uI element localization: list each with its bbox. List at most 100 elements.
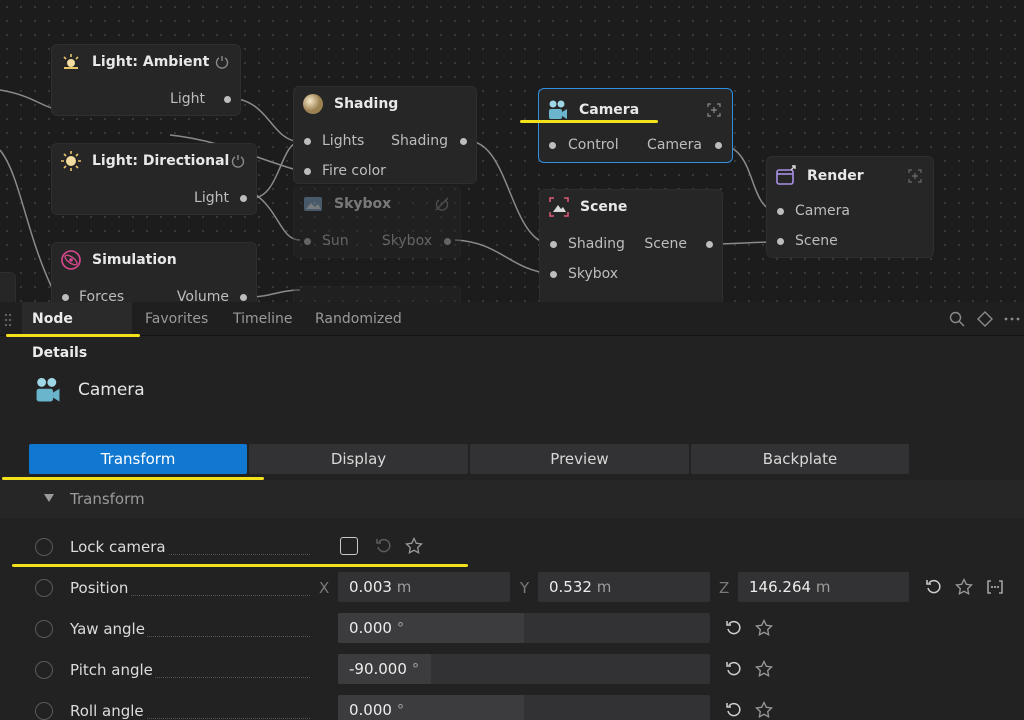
input-port[interactable] bbox=[777, 238, 784, 245]
input-port[interactable] bbox=[304, 138, 311, 145]
atom-icon bbox=[60, 249, 82, 271]
output-port[interactable] bbox=[240, 294, 247, 301]
expand-vector-icon[interactable] bbox=[986, 578, 1004, 596]
node-offscreen[interactable] bbox=[0, 272, 16, 302]
output-port-label: Light bbox=[170, 91, 205, 107]
subtab-display[interactable]: Display bbox=[249, 444, 468, 474]
node-skybox[interactable]: Skybox Sun Skybox bbox=[293, 186, 461, 258]
subtab-backplate[interactable]: Backplate bbox=[691, 444, 909, 474]
position-y-field[interactable]: 0.532 m bbox=[538, 572, 710, 602]
sun-icon bbox=[60, 150, 82, 172]
star-icon[interactable] bbox=[755, 659, 773, 678]
node-title: Shading bbox=[334, 96, 399, 112]
expand-icon[interactable] bbox=[907, 168, 923, 184]
favorite-radio[interactable] bbox=[35, 702, 53, 720]
output-port[interactable] bbox=[715, 142, 722, 149]
more-icon[interactable] bbox=[1004, 311, 1020, 327]
lock-camera-checkbox[interactable] bbox=[340, 537, 358, 555]
skybox-icon bbox=[302, 193, 324, 215]
input-port[interactable] bbox=[304, 168, 311, 175]
disabled-icon[interactable] bbox=[434, 196, 450, 212]
input-port[interactable] bbox=[304, 238, 311, 245]
power-icon[interactable] bbox=[214, 54, 230, 70]
node-light-directional[interactable]: Light: Directional Light bbox=[51, 143, 257, 215]
output-port[interactable] bbox=[240, 195, 247, 202]
node-shading[interactable]: Shading Lights Shading Fire color bbox=[293, 86, 477, 184]
input-port-label: Skybox bbox=[568, 266, 619, 282]
reset-icon[interactable] bbox=[725, 660, 743, 678]
collapse-triangle-icon[interactable] bbox=[44, 494, 54, 502]
property-roll-angle: Roll angle 0.000 ° bbox=[0, 692, 1024, 720]
reset-icon[interactable] bbox=[725, 619, 743, 637]
field-unit: m bbox=[815, 578, 831, 596]
node-title: Camera bbox=[579, 102, 640, 118]
slider-fill bbox=[338, 695, 524, 720]
star-icon[interactable] bbox=[955, 577, 973, 596]
node-light-ambient[interactable]: Light: Ambient Light bbox=[51, 44, 241, 116]
node-details-panel: Node Details Favorites Timeline Randomiz… bbox=[0, 302, 1024, 720]
node-simulation[interactable]: Simulation Forces Volume bbox=[51, 242, 257, 302]
reset-icon[interactable] bbox=[725, 701, 743, 719]
star-icon[interactable] bbox=[755, 618, 773, 637]
input-port[interactable] bbox=[62, 294, 69, 301]
subtab-preview[interactable]: Preview bbox=[470, 444, 689, 474]
star-icon[interactable] bbox=[405, 536, 423, 555]
output-port-label: Volume bbox=[176, 289, 229, 302]
favorite-radio[interactable] bbox=[35, 661, 53, 679]
diamond-icon[interactable] bbox=[977, 311, 993, 327]
ambient-light-icon bbox=[60, 51, 82, 73]
tab-randomized[interactable]: Randomized bbox=[315, 311, 402, 327]
drag-handle-icon[interactable] bbox=[4, 312, 12, 327]
field-value: -90.000 bbox=[349, 660, 407, 678]
property-position: Position X 0.003 m Y 0.532 m Z 146.264 m bbox=[0, 569, 1024, 609]
input-port-label: Fire color bbox=[322, 163, 386, 179]
search-icon[interactable] bbox=[949, 311, 965, 327]
node-graph-canvas[interactable]: Light: Ambient Light Light: Directional … bbox=[0, 0, 1024, 302]
property-lock-camera: Lock camera bbox=[0, 528, 1024, 568]
node-partial[interactable] bbox=[293, 286, 461, 302]
output-port[interactable] bbox=[460, 138, 467, 145]
subtab-transform[interactable]: Transform bbox=[29, 444, 247, 474]
node-title: Light: Ambient bbox=[92, 54, 210, 70]
output-port-label: Light bbox=[194, 190, 229, 206]
section-label: Transform bbox=[70, 490, 145, 508]
reset-icon[interactable] bbox=[925, 578, 943, 596]
expand-icon[interactable] bbox=[706, 102, 722, 118]
dotted-leader bbox=[70, 554, 310, 555]
input-port[interactable] bbox=[549, 142, 556, 149]
favorite-radio[interactable] bbox=[35, 620, 53, 638]
tab-timeline[interactable]: Timeline bbox=[233, 311, 293, 327]
output-port-label: Shading bbox=[391, 133, 448, 149]
field-unit: m bbox=[596, 578, 612, 596]
position-x-field[interactable]: 0.003 m bbox=[338, 572, 510, 602]
star-icon[interactable] bbox=[755, 700, 773, 719]
tab-favorites[interactable]: Favorites bbox=[145, 311, 209, 327]
input-port[interactable] bbox=[550, 241, 557, 248]
slider-fill bbox=[338, 654, 431, 684]
field-value: 0.532 bbox=[549, 578, 592, 596]
reset-icon[interactable] bbox=[375, 537, 393, 555]
input-port[interactable] bbox=[550, 271, 557, 278]
field-unit: ° bbox=[396, 619, 405, 637]
power-icon[interactable] bbox=[230, 153, 246, 169]
node-title: Scene bbox=[580, 199, 628, 215]
roll-angle-slider[interactable]: 0.000 ° bbox=[338, 695, 710, 720]
favorite-radio[interactable] bbox=[35, 538, 53, 556]
output-port[interactable] bbox=[706, 241, 713, 248]
yaw-angle-slider[interactable]: 0.000 ° bbox=[338, 613, 710, 643]
output-port[interactable] bbox=[224, 96, 231, 103]
favorite-radio[interactable] bbox=[35, 579, 53, 597]
section-header-transform[interactable]: Transform bbox=[0, 480, 1024, 518]
pitch-angle-slider[interactable]: -90.000 ° bbox=[338, 654, 710, 684]
output-port[interactable] bbox=[444, 238, 451, 245]
tab-node-details[interactable]: Node Details bbox=[22, 302, 132, 361]
node-scene[interactable]: Scene Shading Scene Skybox bbox=[539, 189, 723, 302]
position-z-field[interactable]: 146.264 m bbox=[738, 572, 909, 602]
axis-label-z: Z bbox=[719, 579, 730, 597]
node-render[interactable]: Render Camera Scene bbox=[766, 156, 934, 258]
output-port-label: Skybox bbox=[381, 233, 432, 249]
field-unit: ° bbox=[396, 701, 405, 719]
input-port[interactable] bbox=[777, 208, 784, 215]
camera-icon bbox=[34, 376, 62, 404]
node-camera[interactable]: Camera Control Camera bbox=[538, 88, 733, 163]
